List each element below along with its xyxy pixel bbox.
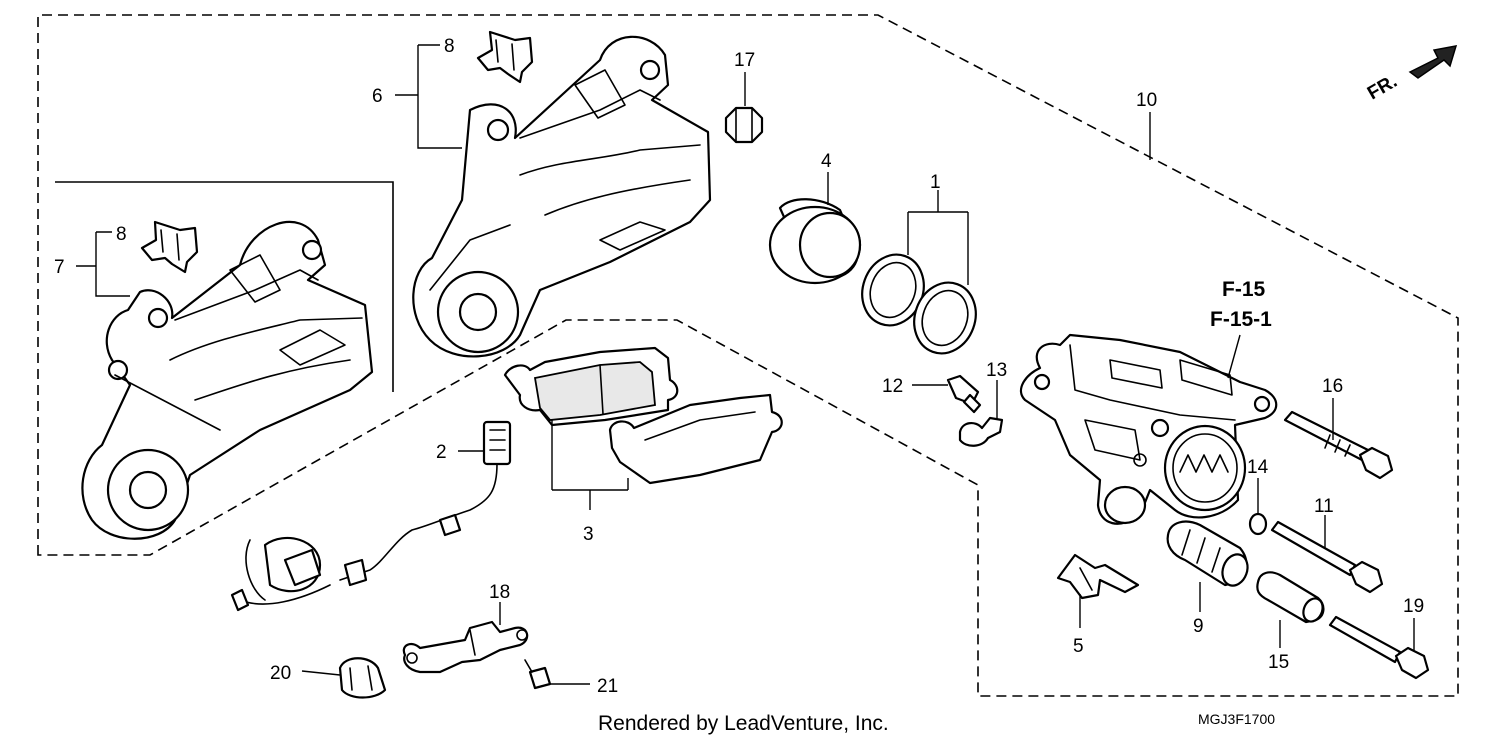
- callout-3: 3: [583, 524, 594, 545]
- bleeder-valve-12: [946, 374, 982, 414]
- brake-pads-3: [503, 346, 783, 485]
- callout-13: 13: [986, 360, 1007, 381]
- pin-bolt-11: [1270, 520, 1384, 594]
- front-direction-label: FR.: [1364, 71, 1401, 104]
- callout-labels: 1 2 3 4 5 6 7 8 8 9 10 11 12 13 14 15 16…: [54, 36, 1424, 697]
- caliper-bracket-7: [81, 220, 374, 540]
- cable-clamp-20: [338, 657, 387, 699]
- caliper-bracket-6: [412, 35, 712, 358]
- callout-19: 19: [1403, 596, 1424, 617]
- callout-5: 5: [1073, 636, 1084, 657]
- render-credit: Rendered by LeadVenture, Inc.: [598, 712, 889, 735]
- group-boundaries: [37, 14, 1459, 697]
- nut-17: [724, 106, 764, 144]
- diagram-code: MGJ3F1700: [1198, 711, 1275, 727]
- sleeve-15: [1256, 571, 1325, 624]
- callout-17: 17: [734, 50, 755, 71]
- callout-21: 21: [597, 676, 618, 697]
- callout-20: 20: [270, 663, 291, 684]
- boot-9: [1166, 520, 1249, 587]
- caliper-body-10: [1019, 333, 1278, 525]
- callout-8-upper: 8: [444, 36, 455, 57]
- callout-7: 7: [54, 257, 65, 278]
- callout-12: 12: [882, 376, 903, 397]
- callout-1: 1: [930, 172, 941, 193]
- piston-seals-1: [861, 253, 977, 355]
- bleeder-cap-13: [958, 416, 1004, 447]
- sensor-stay-18: [402, 620, 529, 674]
- callout-2: 2: [436, 442, 447, 463]
- pin-bolt-16: [1283, 410, 1394, 480]
- pad-spring-8-upper: [476, 30, 534, 84]
- callout-11: 11: [1314, 496, 1334, 517]
- callout-4: 4: [821, 151, 832, 172]
- callout-8-lower: 8: [116, 224, 127, 245]
- callout-10: 10: [1136, 90, 1157, 111]
- callout-15: 15: [1268, 652, 1289, 673]
- front-direction-arrow: FR.: [1364, 45, 1458, 104]
- pad-spring-8-lower: [140, 220, 199, 274]
- bolt-21: [524, 659, 552, 690]
- washer-14: [1248, 512, 1268, 536]
- reference-f15-1: F-15-1: [1210, 308, 1272, 331]
- callout-16: 16: [1322, 376, 1343, 397]
- pad-spring-5: [1056, 553, 1140, 600]
- leader-lines: [76, 44, 1415, 685]
- section-reference: F-15 F-15-1: [1210, 278, 1272, 331]
- callout-9: 9: [1193, 616, 1204, 637]
- callout-18: 18: [489, 582, 510, 603]
- reference-f15: F-15: [1222, 278, 1266, 301]
- bolt-19: [1328, 615, 1430, 680]
- callout-14: 14: [1247, 457, 1269, 478]
- callout-6: 6: [372, 86, 383, 107]
- wheel-speed-sensor-2: [230, 420, 512, 612]
- footer: Rendered by LeadVenture, Inc. MGJ3F1700: [598, 711, 1275, 735]
- piston-4: [768, 198, 862, 285]
